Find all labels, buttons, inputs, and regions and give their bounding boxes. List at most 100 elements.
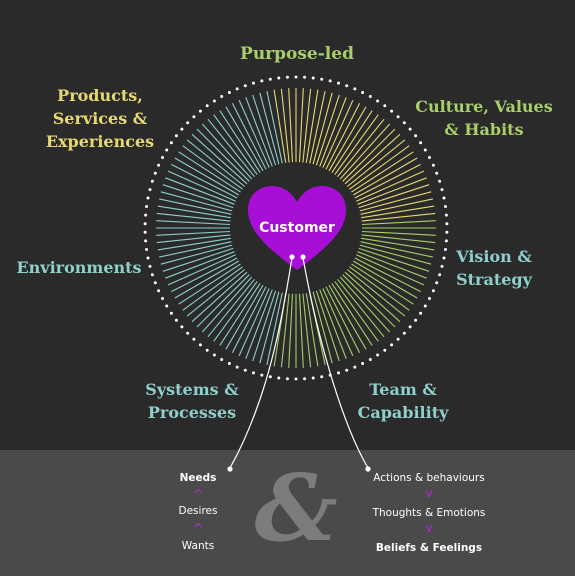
ray <box>219 110 261 173</box>
ring-dot <box>148 188 152 192</box>
ring-dot <box>361 91 365 94</box>
ray <box>186 139 246 187</box>
ray <box>337 118 385 178</box>
ray <box>305 89 319 163</box>
ray <box>259 92 280 165</box>
ring-dot <box>144 213 148 217</box>
ring-dot <box>153 171 157 175</box>
ray <box>322 288 354 357</box>
ray <box>356 170 425 202</box>
ring-dot <box>148 264 152 268</box>
ring-dot <box>376 353 380 357</box>
down-arrow-icon: v <box>425 486 432 500</box>
ring-dot <box>435 171 439 175</box>
ring-dot <box>205 104 209 108</box>
ring-dot <box>146 196 150 200</box>
ring-dot <box>444 205 447 208</box>
ray <box>266 292 283 366</box>
label-purpose-led: Purpose-led <box>240 44 354 64</box>
ring-dot <box>235 87 239 91</box>
ring-dot <box>294 377 298 381</box>
ring-dot <box>428 156 431 159</box>
ray <box>349 145 410 190</box>
ray <box>315 290 340 362</box>
heart-icon <box>248 186 346 270</box>
ray <box>171 163 238 199</box>
ring-dot <box>438 273 442 277</box>
ring-dot <box>383 104 387 108</box>
ray <box>225 106 264 172</box>
ray <box>156 212 231 222</box>
ring-dot <box>402 331 406 335</box>
right-stack-item-2: Thoughts & Emotions <box>372 507 486 519</box>
ring-dot <box>368 358 372 361</box>
ray <box>201 276 253 333</box>
ray <box>328 284 367 350</box>
ray <box>344 271 401 323</box>
connector-start-right <box>300 254 306 260</box>
ray <box>328 106 367 172</box>
ring-dot <box>169 141 173 145</box>
ray <box>252 290 277 362</box>
ring-dot <box>294 75 298 79</box>
ray <box>319 289 347 359</box>
ray <box>162 247 234 272</box>
ring-dot <box>396 115 400 119</box>
ray <box>361 212 436 222</box>
ray <box>245 289 273 359</box>
ray <box>191 133 248 185</box>
ring-dot <box>277 376 281 380</box>
ring-dot <box>161 156 164 159</box>
ring-dot <box>408 127 412 131</box>
ring-dot <box>414 134 418 138</box>
ring-dot <box>320 77 324 81</box>
ray <box>344 133 401 185</box>
ray <box>238 288 270 357</box>
ring-dot <box>320 375 324 379</box>
left-stack-item-1: Needs <box>180 472 217 484</box>
ring-dot <box>157 289 161 293</box>
ring-dot <box>311 76 315 80</box>
ring-dot <box>153 281 157 285</box>
ray <box>259 291 280 364</box>
ray <box>339 276 391 333</box>
label-products-line1: Products, <box>57 86 143 105</box>
ray <box>361 230 436 236</box>
ray <box>342 274 396 328</box>
ring-dot <box>423 148 427 152</box>
ray <box>302 293 312 368</box>
ray <box>157 205 231 219</box>
ray <box>207 118 255 178</box>
ring-dot <box>353 87 357 91</box>
ring-dot <box>235 365 239 369</box>
ray <box>238 99 270 168</box>
ray <box>186 269 246 317</box>
ray <box>196 128 250 182</box>
ring-dot <box>285 377 289 381</box>
ray <box>178 151 241 193</box>
ring-dot <box>268 77 272 81</box>
ring-dot <box>435 281 439 285</box>
label-culture-line1: Culture, Values <box>415 97 552 116</box>
ray <box>356 254 425 286</box>
ring-dot <box>345 84 349 88</box>
ring-dot <box>383 348 387 352</box>
ray <box>231 286 267 353</box>
ray <box>312 92 333 165</box>
ray <box>351 151 414 193</box>
ray <box>288 293 294 368</box>
ampersand-glyph: & <box>254 454 337 562</box>
ring-dot <box>186 331 190 335</box>
ring-dot <box>220 358 224 361</box>
ray <box>280 88 290 163</box>
ray <box>174 157 240 196</box>
ring-dot <box>205 348 209 352</box>
ray <box>302 88 312 163</box>
ray <box>231 103 267 170</box>
ray <box>361 220 436 226</box>
ring-dot <box>396 337 400 341</box>
ray <box>359 191 432 212</box>
ring-dot <box>243 368 247 372</box>
ring-dot <box>186 121 190 125</box>
ring-dot <box>260 373 264 377</box>
